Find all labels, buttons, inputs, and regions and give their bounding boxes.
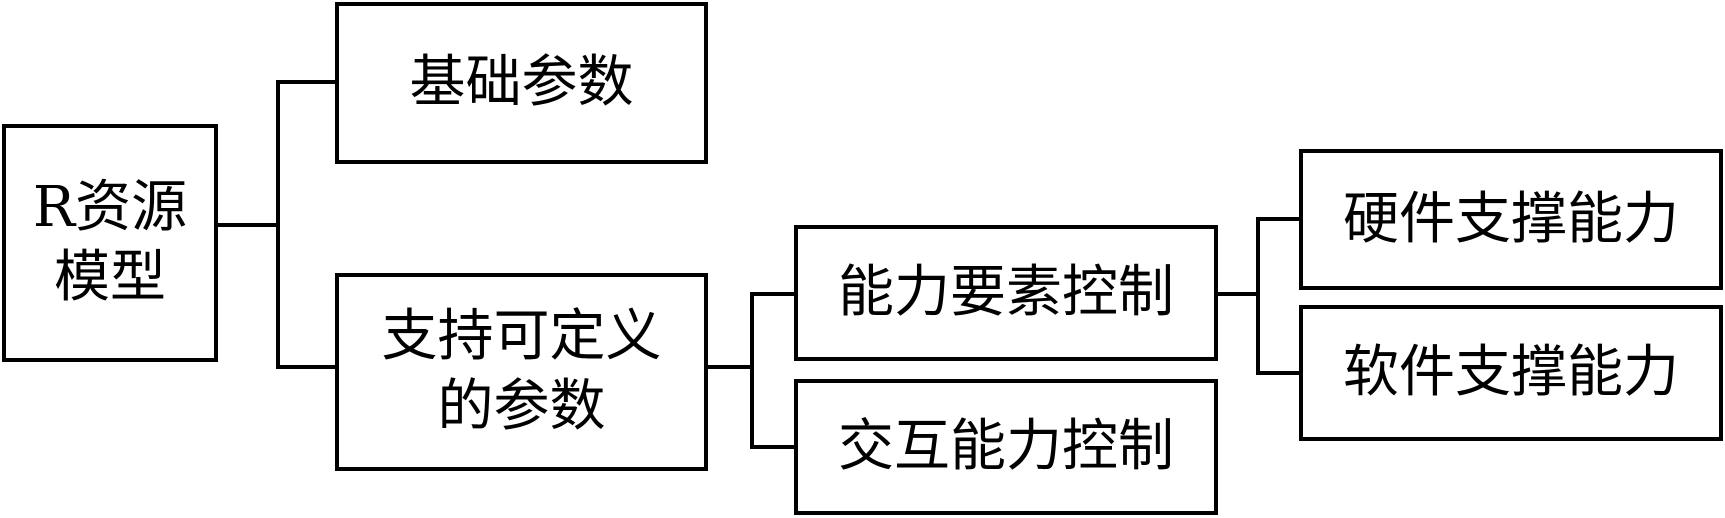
interaction-control-label: 交互能力控制 <box>838 414 1174 479</box>
interaction-control-node: 交互能力控制 <box>794 379 1218 515</box>
custom-params-node: 支持可定义 的参数 <box>335 273 708 471</box>
hardware-support-node: 硬件支撑能力 <box>1299 149 1723 290</box>
root-node-label: R资源 模型 <box>32 175 188 310</box>
capability-control-label: 能力要素控制 <box>838 260 1174 325</box>
custom-params-label: 支持可定义 的参数 <box>381 304 662 439</box>
hardware-support-label: 硬件支撑能力 <box>1343 186 1679 252</box>
basic-params-node: 基础参数 <box>335 2 708 164</box>
root-node-r-resource-model: R资源 模型 <box>2 124 218 362</box>
software-support-label: 软件支撑能力 <box>1343 340 1679 405</box>
software-support-node: 软件支撑能力 <box>1299 305 1723 441</box>
basic-params-label: 基础参数 <box>409 50 634 115</box>
capability-control-node: 能力要素控制 <box>794 225 1218 361</box>
